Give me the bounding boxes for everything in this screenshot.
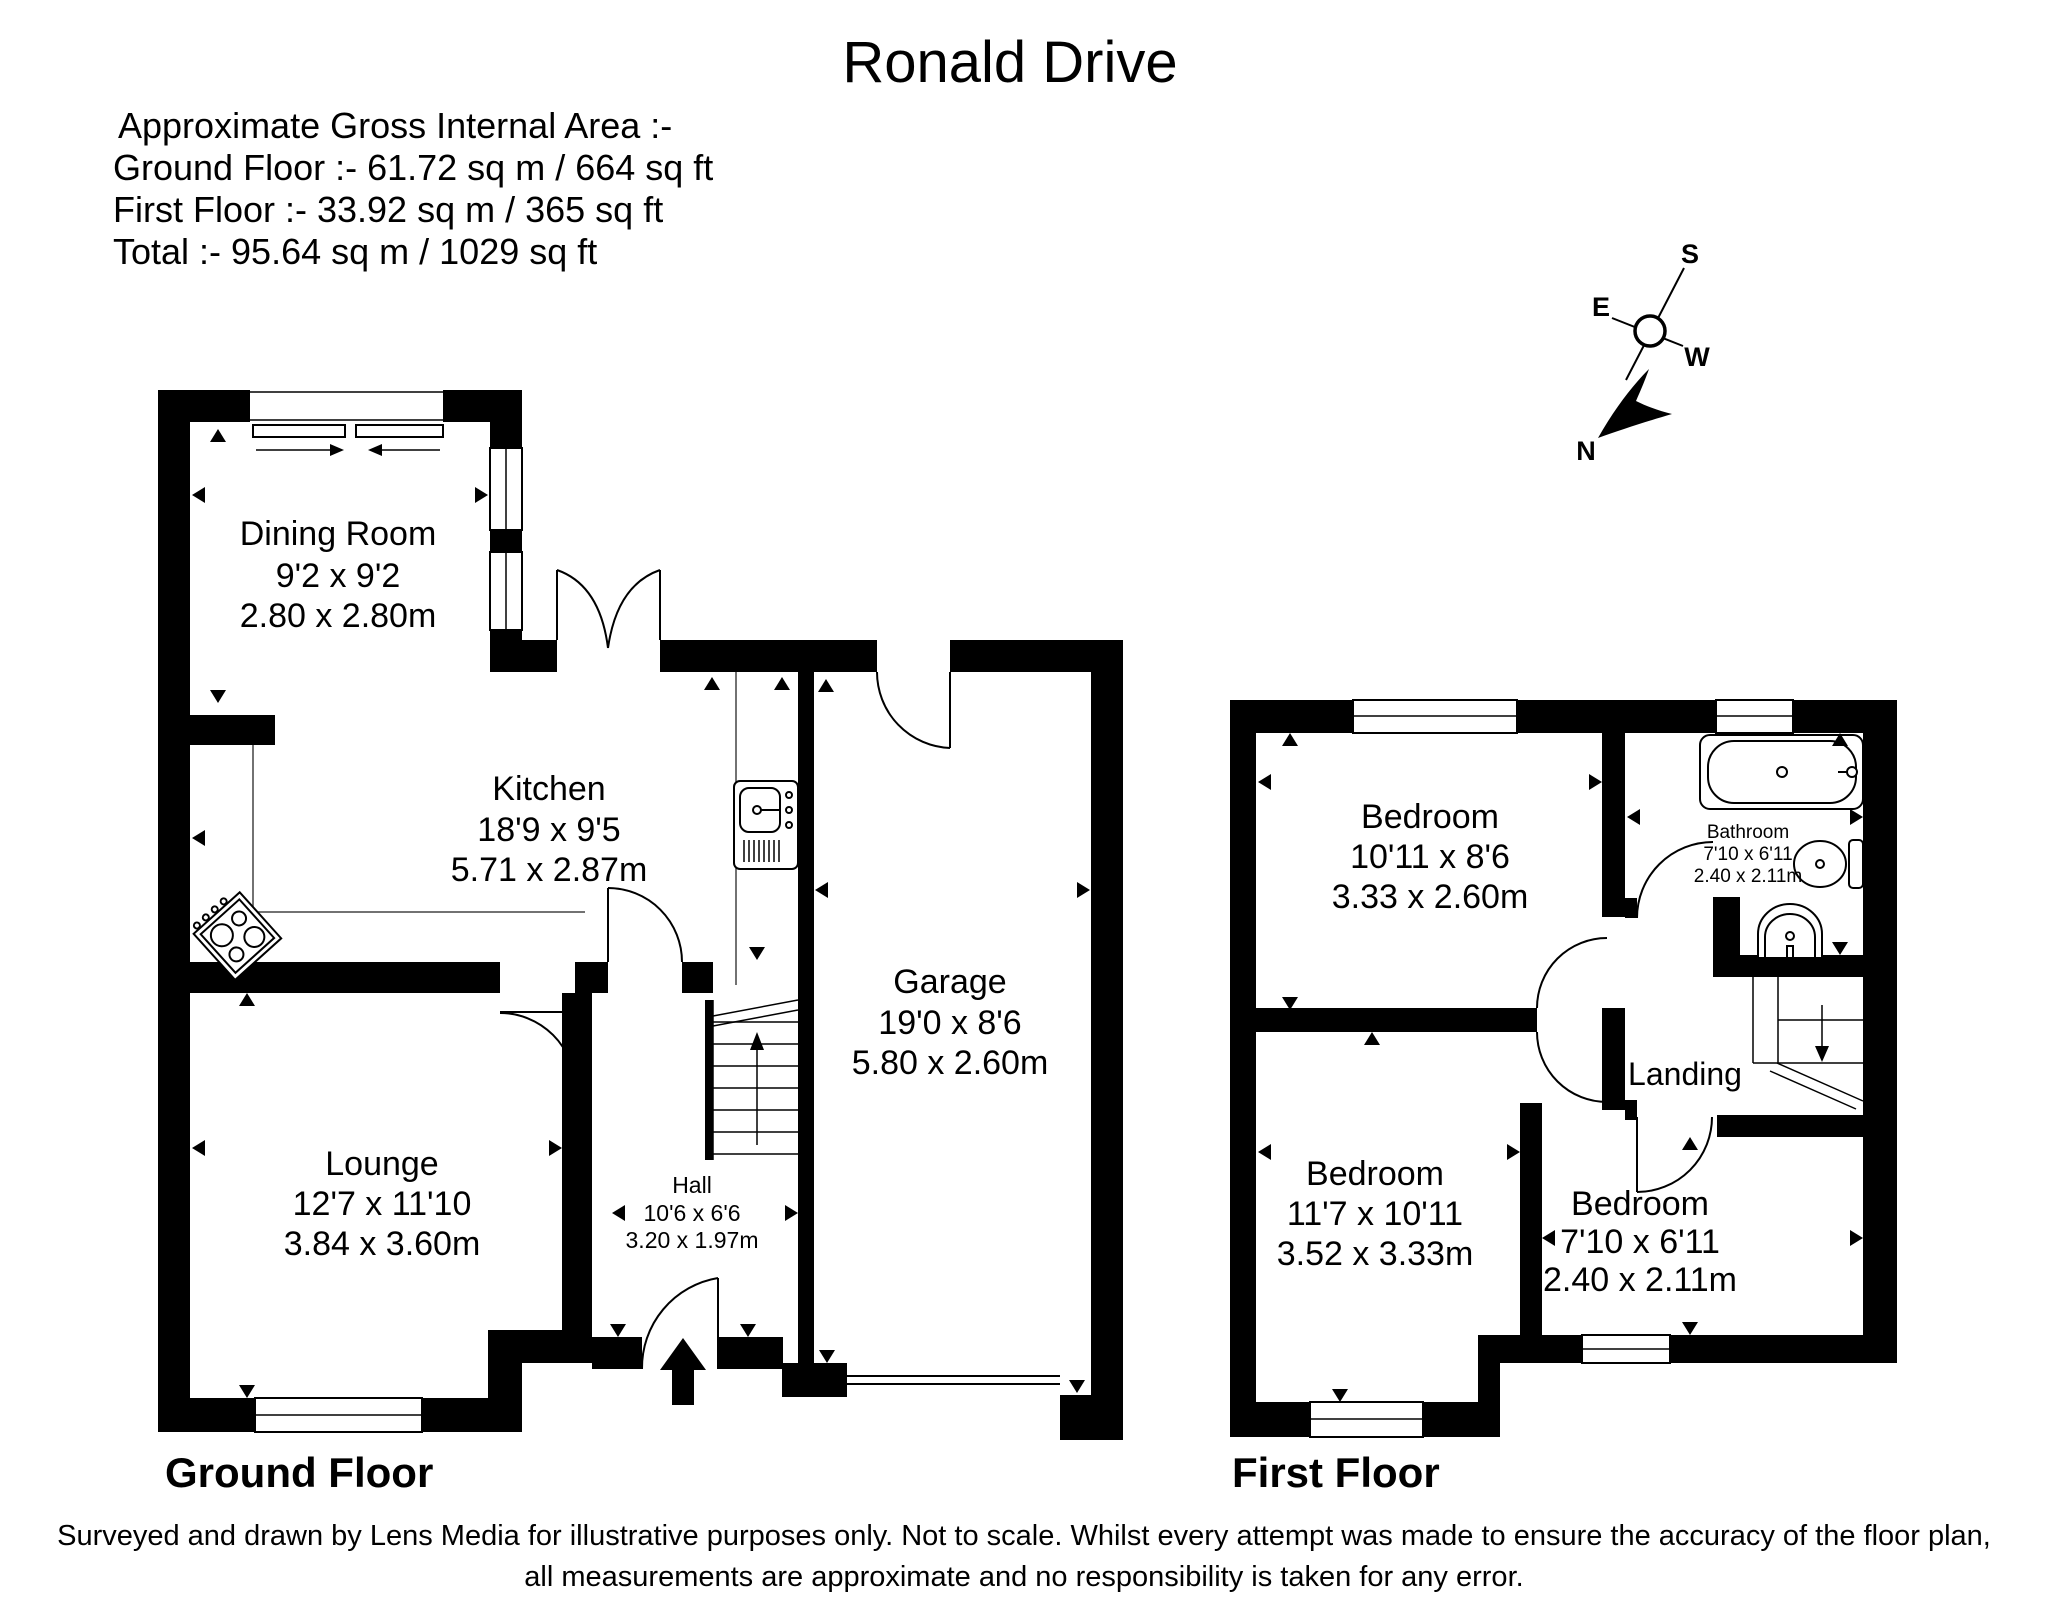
bedroom2-metric: 3.52 x 3.33m xyxy=(1277,1235,1474,1273)
dining-name: Dining Room xyxy=(240,515,437,553)
first-dimension-markers xyxy=(1258,733,1863,1402)
footer-line-1: Surveyed and drawn by Lens Media for ill… xyxy=(57,1520,1991,1552)
room-label-kitchen: Kitchen 18'9 x 9'5 5.71 x 2.87m xyxy=(451,770,648,889)
page-title: Ronald Drive xyxy=(842,30,1177,95)
room-label-hall: Hall 10'6 x 6'6 3.20 x 1.97m xyxy=(626,1172,759,1253)
room-label-dining: Dining Room 9'2 x 9'2 2.80 x 2.80m xyxy=(240,515,437,635)
garage-imperial: 19'0 x 8'6 xyxy=(878,1004,1021,1042)
bedroom1-name: Bedroom xyxy=(1361,798,1499,836)
lounge-bay-window xyxy=(254,1397,423,1433)
ground-dimension-markers xyxy=(192,429,1090,1398)
bathroom-name: Bathroom xyxy=(1707,822,1789,843)
garage-door-internal xyxy=(875,671,951,749)
kitchen-name: Kitchen xyxy=(492,770,605,808)
landing-name: Landing xyxy=(1628,1056,1742,1092)
front-door xyxy=(640,1277,719,1370)
bedroom2-imperial: 11'7 x 10'11 xyxy=(1287,1195,1463,1233)
hall-name: Hall xyxy=(672,1172,712,1198)
bathroom-door xyxy=(1636,841,1714,919)
compass-rose-icon: S E W N xyxy=(1576,239,1710,466)
room-label-bathroom: Bathroom 7'10 x 6'11 2.40 x 2.11m xyxy=(1694,822,1802,887)
kitchen-sink-icon xyxy=(733,780,799,870)
garage-door-front xyxy=(814,1375,1060,1385)
bedroom3-name: Bedroom xyxy=(1571,1185,1709,1223)
dining-metric: 2.80 x 2.80m xyxy=(240,597,437,635)
bedroom1-door xyxy=(1536,937,1608,1009)
area-summary: Approximate Gross Internal Area :- Groun… xyxy=(113,105,713,272)
first-floor-walls xyxy=(1230,700,1897,1437)
garage-metric: 5.80 x 2.60m xyxy=(852,1044,1049,1082)
dining-sliding-door xyxy=(250,391,444,456)
bedroom2-name: Bedroom xyxy=(1306,1155,1444,1193)
room-label-landing: Landing xyxy=(1628,1056,1742,1092)
compass-north-label: N xyxy=(1576,436,1596,466)
area-first: First Floor :- 33.92 sq m / 365 sq ft xyxy=(113,189,663,230)
hall-imperial: 10'6 x 6'6 xyxy=(643,1200,740,1226)
area-total: Total :- 95.64 sq m / 1029 sq ft xyxy=(113,231,597,272)
dining-imperial: 9'2 x 9'2 xyxy=(276,557,401,595)
room-label-bedroom1: Bedroom 10'11 x 8'6 3.33 x 2.60m xyxy=(1332,798,1529,916)
bedroom2-door xyxy=(1536,1031,1608,1103)
area-ground: Ground Floor :- 61.72 sq m / 664 sq ft xyxy=(113,147,713,188)
bedroom1-imperial: 10'11 x 8'6 xyxy=(1350,838,1510,876)
area-heading: Approximate Gross Internal Area :- xyxy=(118,105,672,146)
kitchen-metric: 5.71 x 2.87m xyxy=(451,851,648,889)
room-label-bedroom2: Bedroom 11'7 x 10'11 3.52 x 3.33m xyxy=(1277,1155,1474,1273)
bathroom-metric: 2.40 x 2.11m xyxy=(1694,866,1802,887)
ground-stairs xyxy=(712,999,799,1160)
lounge-metric: 3.84 x 3.60m xyxy=(284,1225,481,1263)
bathroom-imperial: 7'10 x 6'11 xyxy=(1703,844,1792,865)
bathtub-icon xyxy=(1699,734,1864,810)
ground-floor-walls xyxy=(158,390,1123,1440)
compass-west-label: W xyxy=(1684,342,1710,372)
room-label-lounge: Lounge 12'7 x 11'10 3.84 x 3.60m xyxy=(284,1145,481,1263)
french-doors xyxy=(556,569,661,649)
lounge-door xyxy=(499,1011,576,1089)
lounge-imperial: 12'7 x 11'10 xyxy=(293,1185,472,1223)
toilet-icon xyxy=(1793,839,1864,889)
compass-east-label: E xyxy=(1592,292,1610,322)
basin-icon xyxy=(1757,903,1823,959)
bedroom3-metric: 2.40 x 2.11m xyxy=(1543,1261,1737,1299)
compass-south-label: S xyxy=(1681,239,1699,269)
bedroom3-door xyxy=(1636,1116,1713,1193)
lounge-name: Lounge xyxy=(325,1145,438,1183)
bedroom1-metric: 3.33 x 2.60m xyxy=(1332,878,1529,916)
bedroom3-imperial: 7'10 x 6'11 xyxy=(1560,1223,1720,1261)
dining-window xyxy=(489,447,523,631)
first-floor-stairs xyxy=(1752,977,1864,1110)
room-label-garage: Garage 19'0 x 8'6 5.80 x 2.60m xyxy=(852,963,1049,1082)
garage-name: Garage xyxy=(893,963,1006,1001)
footer-line-2: all measurements are approximate and no … xyxy=(524,1561,1523,1593)
room-label-bedroom3: Bedroom 7'10 x 6'11 2.40 x 2.11m xyxy=(1543,1185,1737,1299)
footer-disclaimer: Surveyed and drawn by Lens Media for ill… xyxy=(57,1520,1991,1593)
hall-metric: 3.20 x 1.97m xyxy=(626,1227,759,1253)
first-floor-label: First Floor xyxy=(1232,1449,1440,1496)
kitchen-hob-icon xyxy=(192,890,283,982)
kitchen-imperial: 18'9 x 9'5 xyxy=(477,811,620,849)
kitchen-hall-door xyxy=(607,887,683,963)
entrance-arrow-icon xyxy=(660,1338,706,1405)
first-floor-windows xyxy=(1309,699,1794,1438)
ground-floor-label: Ground Floor xyxy=(165,1449,433,1496)
